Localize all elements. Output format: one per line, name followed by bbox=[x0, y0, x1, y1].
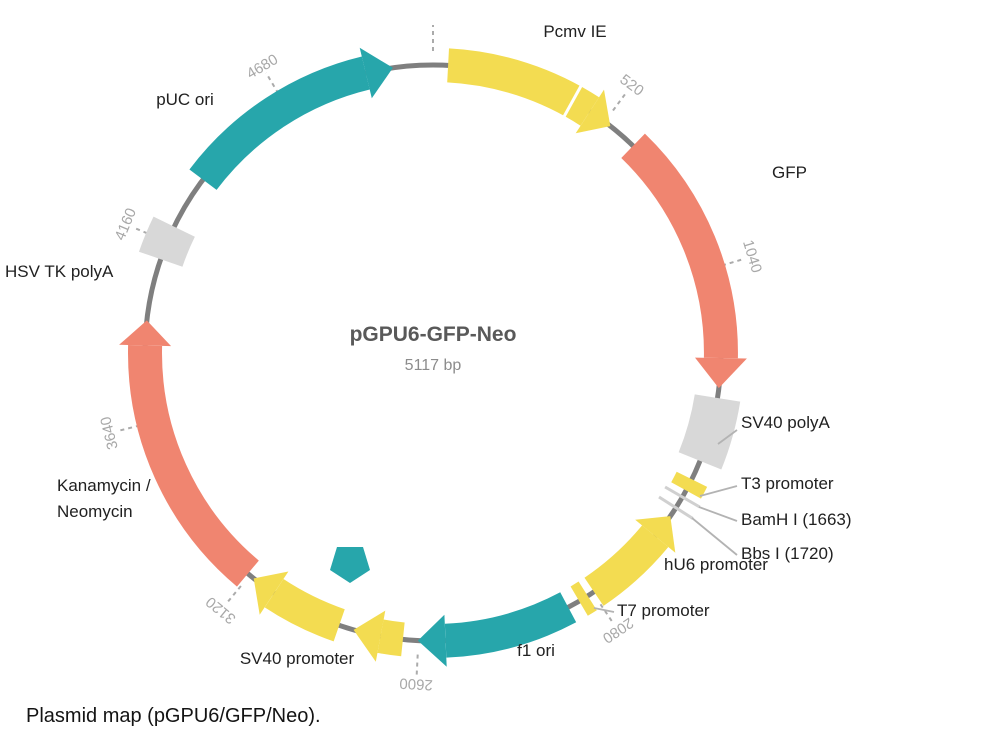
kanamycin-neomycin-arrowhead bbox=[119, 320, 172, 347]
plasmid-size: 5117 bp bbox=[405, 357, 462, 374]
tick-label-3120: 3120 bbox=[203, 593, 240, 627]
pcmv-ie-label: Pcmv IE bbox=[543, 22, 606, 41]
gfp-arrowhead bbox=[695, 357, 747, 389]
hu6-promoter-label: hU6 promoter bbox=[664, 555, 768, 574]
gfp-arc bbox=[621, 133, 738, 359]
kanamycin-label-line1: Kanamycin / bbox=[57, 476, 151, 495]
figure-caption: Plasmid map (pGPU6/GFP/Neo). bbox=[26, 705, 321, 727]
t7-promoter-leader bbox=[593, 607, 615, 613]
puc-ori-arrowhead bbox=[359, 47, 393, 99]
tick-label-4680: 4680 bbox=[244, 51, 281, 83]
t3-promoter-leader bbox=[699, 485, 738, 497]
tick-2600 bbox=[415, 654, 419, 679]
pcmv-ie-arc bbox=[446, 48, 600, 126]
pcmv-ie-notch bbox=[561, 82, 584, 120]
plasmid-title: pGPU6-GFP-Neo bbox=[350, 323, 517, 346]
bbsi-site-mark bbox=[658, 495, 694, 520]
tick-4680 bbox=[265, 72, 280, 95]
tick-label-3640: 3640 bbox=[97, 415, 122, 451]
puc-ori-arc bbox=[189, 56, 370, 191]
tick-label-1040: 1040 bbox=[739, 238, 765, 275]
hu6-promoter-arrowhead bbox=[635, 516, 676, 553]
kanamycin-neomycin-arc bbox=[128, 345, 259, 587]
bbsi-label: Bbs I (1720) bbox=[741, 544, 834, 563]
t3-promoter-label: T3 promoter bbox=[741, 474, 834, 493]
sv40-polya-label: SV40 polyA bbox=[741, 413, 830, 432]
tick-3120 bbox=[224, 585, 242, 606]
hsv-tk-polya-block bbox=[138, 216, 195, 268]
sv40-promoter-arc bbox=[264, 578, 346, 642]
sv40-polya-leader bbox=[717, 429, 738, 445]
gfp-label: GFP bbox=[772, 163, 807, 182]
pcmv-ie-arrowhead bbox=[575, 89, 611, 134]
bbsi-leader bbox=[691, 517, 738, 556]
tick-3640 bbox=[116, 424, 141, 433]
sv40-promoter-label: SV40 promoter bbox=[240, 649, 355, 668]
f1-ori-arrowhead bbox=[417, 614, 447, 667]
tick-1040 bbox=[721, 257, 746, 267]
bamhi-site-mark bbox=[664, 485, 701, 509]
tick-label-2600: 2600 bbox=[399, 675, 433, 694]
sv40-promoter-arrowhead bbox=[253, 571, 289, 615]
puc-ori-label: pUC ori bbox=[156, 90, 214, 109]
sv40-polya-block bbox=[678, 393, 741, 470]
tick-520 bbox=[612, 90, 629, 112]
t7-promoter-sliver bbox=[570, 581, 597, 616]
bamhi-leader bbox=[698, 506, 738, 522]
sv40-promoter-small-arrowhead bbox=[353, 610, 386, 662]
tick-label-520: 520 bbox=[617, 71, 647, 100]
insert-pentagon-marker bbox=[330, 547, 370, 583]
tick-2080 bbox=[599, 603, 615, 625]
t3-promoter-sliver bbox=[671, 471, 708, 499]
f1-ori-arc bbox=[444, 592, 577, 658]
hsv-tk-polya-label: HSV TK polyA bbox=[5, 262, 114, 281]
t7-promoter-label: T7 promoter bbox=[617, 601, 710, 620]
tick-label-4160: 4160 bbox=[112, 206, 141, 243]
hu6-promoter-arc bbox=[584, 525, 669, 606]
bamhi-label: BamH I (1663) bbox=[741, 510, 852, 529]
f1-ori-label: f1 ori bbox=[517, 641, 555, 660]
sv40-promoter-small-arc bbox=[377, 619, 405, 657]
kanamycin-label-line2: Neomycin bbox=[57, 502, 133, 521]
